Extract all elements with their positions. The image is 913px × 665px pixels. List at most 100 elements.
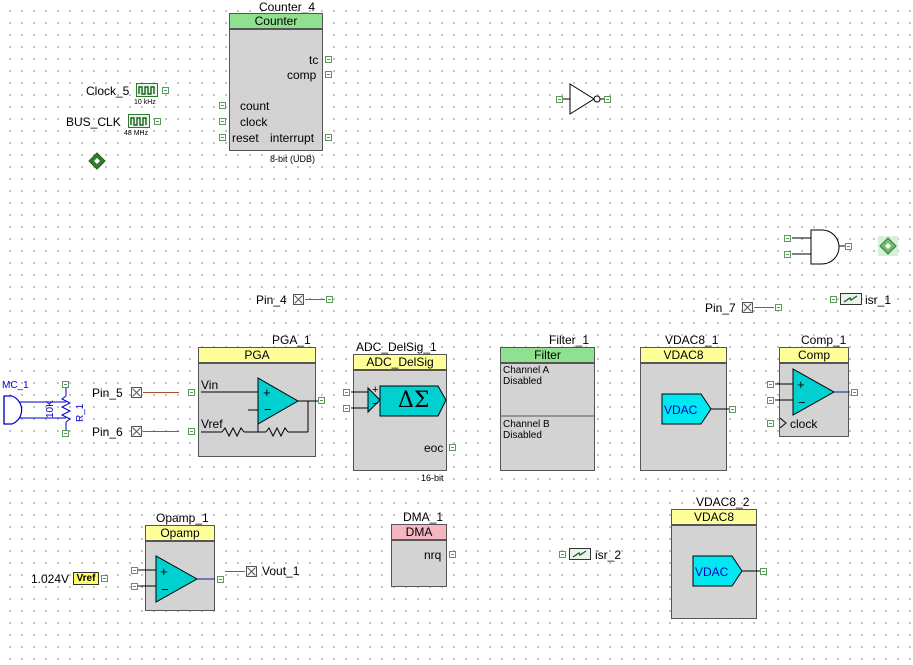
- dma-nrq-label: nrq: [424, 548, 442, 562]
- vdac2-instance-name: VDAC8_2: [696, 495, 750, 509]
- pga-vref-label: Vref: [201, 417, 223, 431]
- pin7-label: Pin_7: [705, 301, 736, 315]
- counter-port-comp: comp: [287, 68, 317, 82]
- terminal-port[interactable]: [604, 96, 611, 103]
- terminal-port[interactable]: [767, 420, 774, 427]
- terminal-port[interactable]: [784, 235, 791, 242]
- terminal-port[interactable]: [784, 251, 791, 258]
- vdac1-header[interactable]: VDAC8: [640, 347, 727, 363]
- terminal-diamond-icon[interactable]: [88, 152, 106, 170]
- terminal-port[interactable]: [767, 397, 774, 404]
- terminal-port[interactable]: [318, 397, 325, 404]
- counter-port-reset: reset: [232, 131, 259, 145]
- dma-instance-name: DMA_1: [403, 510, 444, 524]
- terminal-port[interactable]: [101, 575, 108, 582]
- counter-block[interactable]: [229, 29, 323, 151]
- comp-instance-name: Comp_1: [801, 333, 847, 347]
- clock5-name: Clock_5: [86, 84, 130, 98]
- wire: [143, 392, 179, 393]
- vout1-label: Vout_1: [262, 564, 300, 578]
- vdac-shape-icon: [692, 555, 760, 587]
- terminal-port[interactable]: [325, 134, 332, 141]
- terminal-port[interactable]: [217, 576, 224, 583]
- wire: [225, 571, 245, 572]
- adc-instance-name: ADC_DelSig_1: [356, 340, 437, 354]
- counter-instance-name: Counter_4: [259, 0, 316, 14]
- terminal-port[interactable]: [219, 102, 226, 109]
- terminal-diamond-icon[interactable]: [878, 236, 898, 256]
- isr2-label: isr_2: [595, 548, 622, 562]
- comp-header[interactable]: Comp: [779, 347, 849, 363]
- terminal-port[interactable]: [62, 381, 69, 388]
- terminal-port[interactable]: [449, 444, 456, 451]
- terminal-port[interactable]: [62, 430, 69, 437]
- pin-icon[interactable]: [131, 426, 142, 437]
- opamp-header[interactable]: Opamp: [145, 525, 215, 541]
- not-gate-icon[interactable]: [561, 83, 604, 115]
- terminal-port[interactable]: [325, 56, 332, 63]
- filter-instance-name: Filter_1: [549, 333, 590, 347]
- pga-amplifier-icon: + −: [201, 377, 318, 438]
- clock-waveform-icon[interactable]: [128, 114, 150, 128]
- counter-port-tc: tc: [309, 53, 319, 67]
- pga-instance-name: PGA_1: [272, 333, 311, 347]
- clock-waveform-icon[interactable]: [136, 83, 158, 97]
- pin6-label: Pin_6: [92, 425, 123, 439]
- pin4-label: Pin_4: [256, 293, 287, 307]
- terminal-port[interactable]: [556, 96, 563, 103]
- pin-icon[interactable]: [293, 294, 304, 305]
- interrupt-icon[interactable]: [840, 293, 862, 305]
- terminal-port[interactable]: [559, 551, 566, 558]
- terminal-port[interactable]: [760, 568, 767, 575]
- adc-minus-sign: −: [372, 398, 379, 410]
- vref-tag[interactable]: Vref: [73, 572, 99, 585]
- interrupt-icon[interactable]: [569, 548, 591, 560]
- terminal-port[interactable]: [830, 296, 837, 303]
- terminal-port[interactable]: [326, 296, 333, 303]
- terminal-port[interactable]: [188, 428, 195, 435]
- terminal-port[interactable]: [162, 87, 169, 94]
- counter-port-interrupt: interrupt: [270, 131, 315, 145]
- isr1-label: isr_1: [865, 293, 892, 307]
- vref-value: 1.024V: [31, 572, 70, 586]
- pin5-label: Pin_5: [92, 386, 123, 400]
- terminal-port[interactable]: [775, 304, 782, 311]
- dma-header[interactable]: DMA: [391, 524, 447, 540]
- terminal-port[interactable]: [131, 567, 138, 574]
- terminal-port[interactable]: [767, 381, 774, 388]
- adc-plus-sign: +: [372, 384, 379, 396]
- clock5-frequency: 10 kHz: [134, 99, 156, 106]
- pga-vin-label: Vin: [201, 378, 219, 392]
- terminal-port[interactable]: [729, 406, 736, 413]
- pin-icon[interactable]: [742, 302, 753, 313]
- terminal-port[interactable]: [154, 118, 161, 125]
- terminal-port[interactable]: [851, 389, 858, 396]
- terminal-port[interactable]: [343, 405, 350, 412]
- terminal-port[interactable]: [845, 243, 852, 250]
- terminal-port[interactable]: [131, 583, 138, 590]
- pin-icon[interactable]: [246, 566, 257, 577]
- terminal-port[interactable]: [325, 71, 332, 78]
- pga-header[interactable]: PGA: [198, 347, 316, 363]
- and-gate-icon[interactable]: [792, 229, 845, 265]
- filter-channel-b: Channel B: [503, 419, 550, 430]
- pin-icon[interactable]: [131, 387, 142, 398]
- svg-text:−: −: [798, 395, 806, 410]
- terminal-port[interactable]: [343, 389, 350, 396]
- counter-header[interactable]: Counter: [229, 13, 323, 29]
- opamp-instance-name: Opamp_1: [156, 511, 209, 525]
- filter-channel-b-status: Disabled: [503, 430, 542, 441]
- terminal-port[interactable]: [188, 389, 195, 396]
- terminal-port[interactable]: [219, 134, 226, 141]
- filter-header[interactable]: Filter: [500, 347, 595, 363]
- terminal-port[interactable]: [449, 551, 456, 558]
- busclk-name: BUS_CLK: [66, 115, 121, 129]
- mic-name: MC_1: [2, 380, 29, 391]
- dma-block[interactable]: [391, 540, 447, 587]
- adc-header[interactable]: ADC_DelSig: [353, 354, 447, 370]
- resistor-icon: [60, 388, 72, 430]
- vdac-shape-icon: [661, 393, 729, 425]
- terminal-port[interactable]: [219, 118, 226, 125]
- vdac2-header[interactable]: VDAC8: [671, 509, 757, 525]
